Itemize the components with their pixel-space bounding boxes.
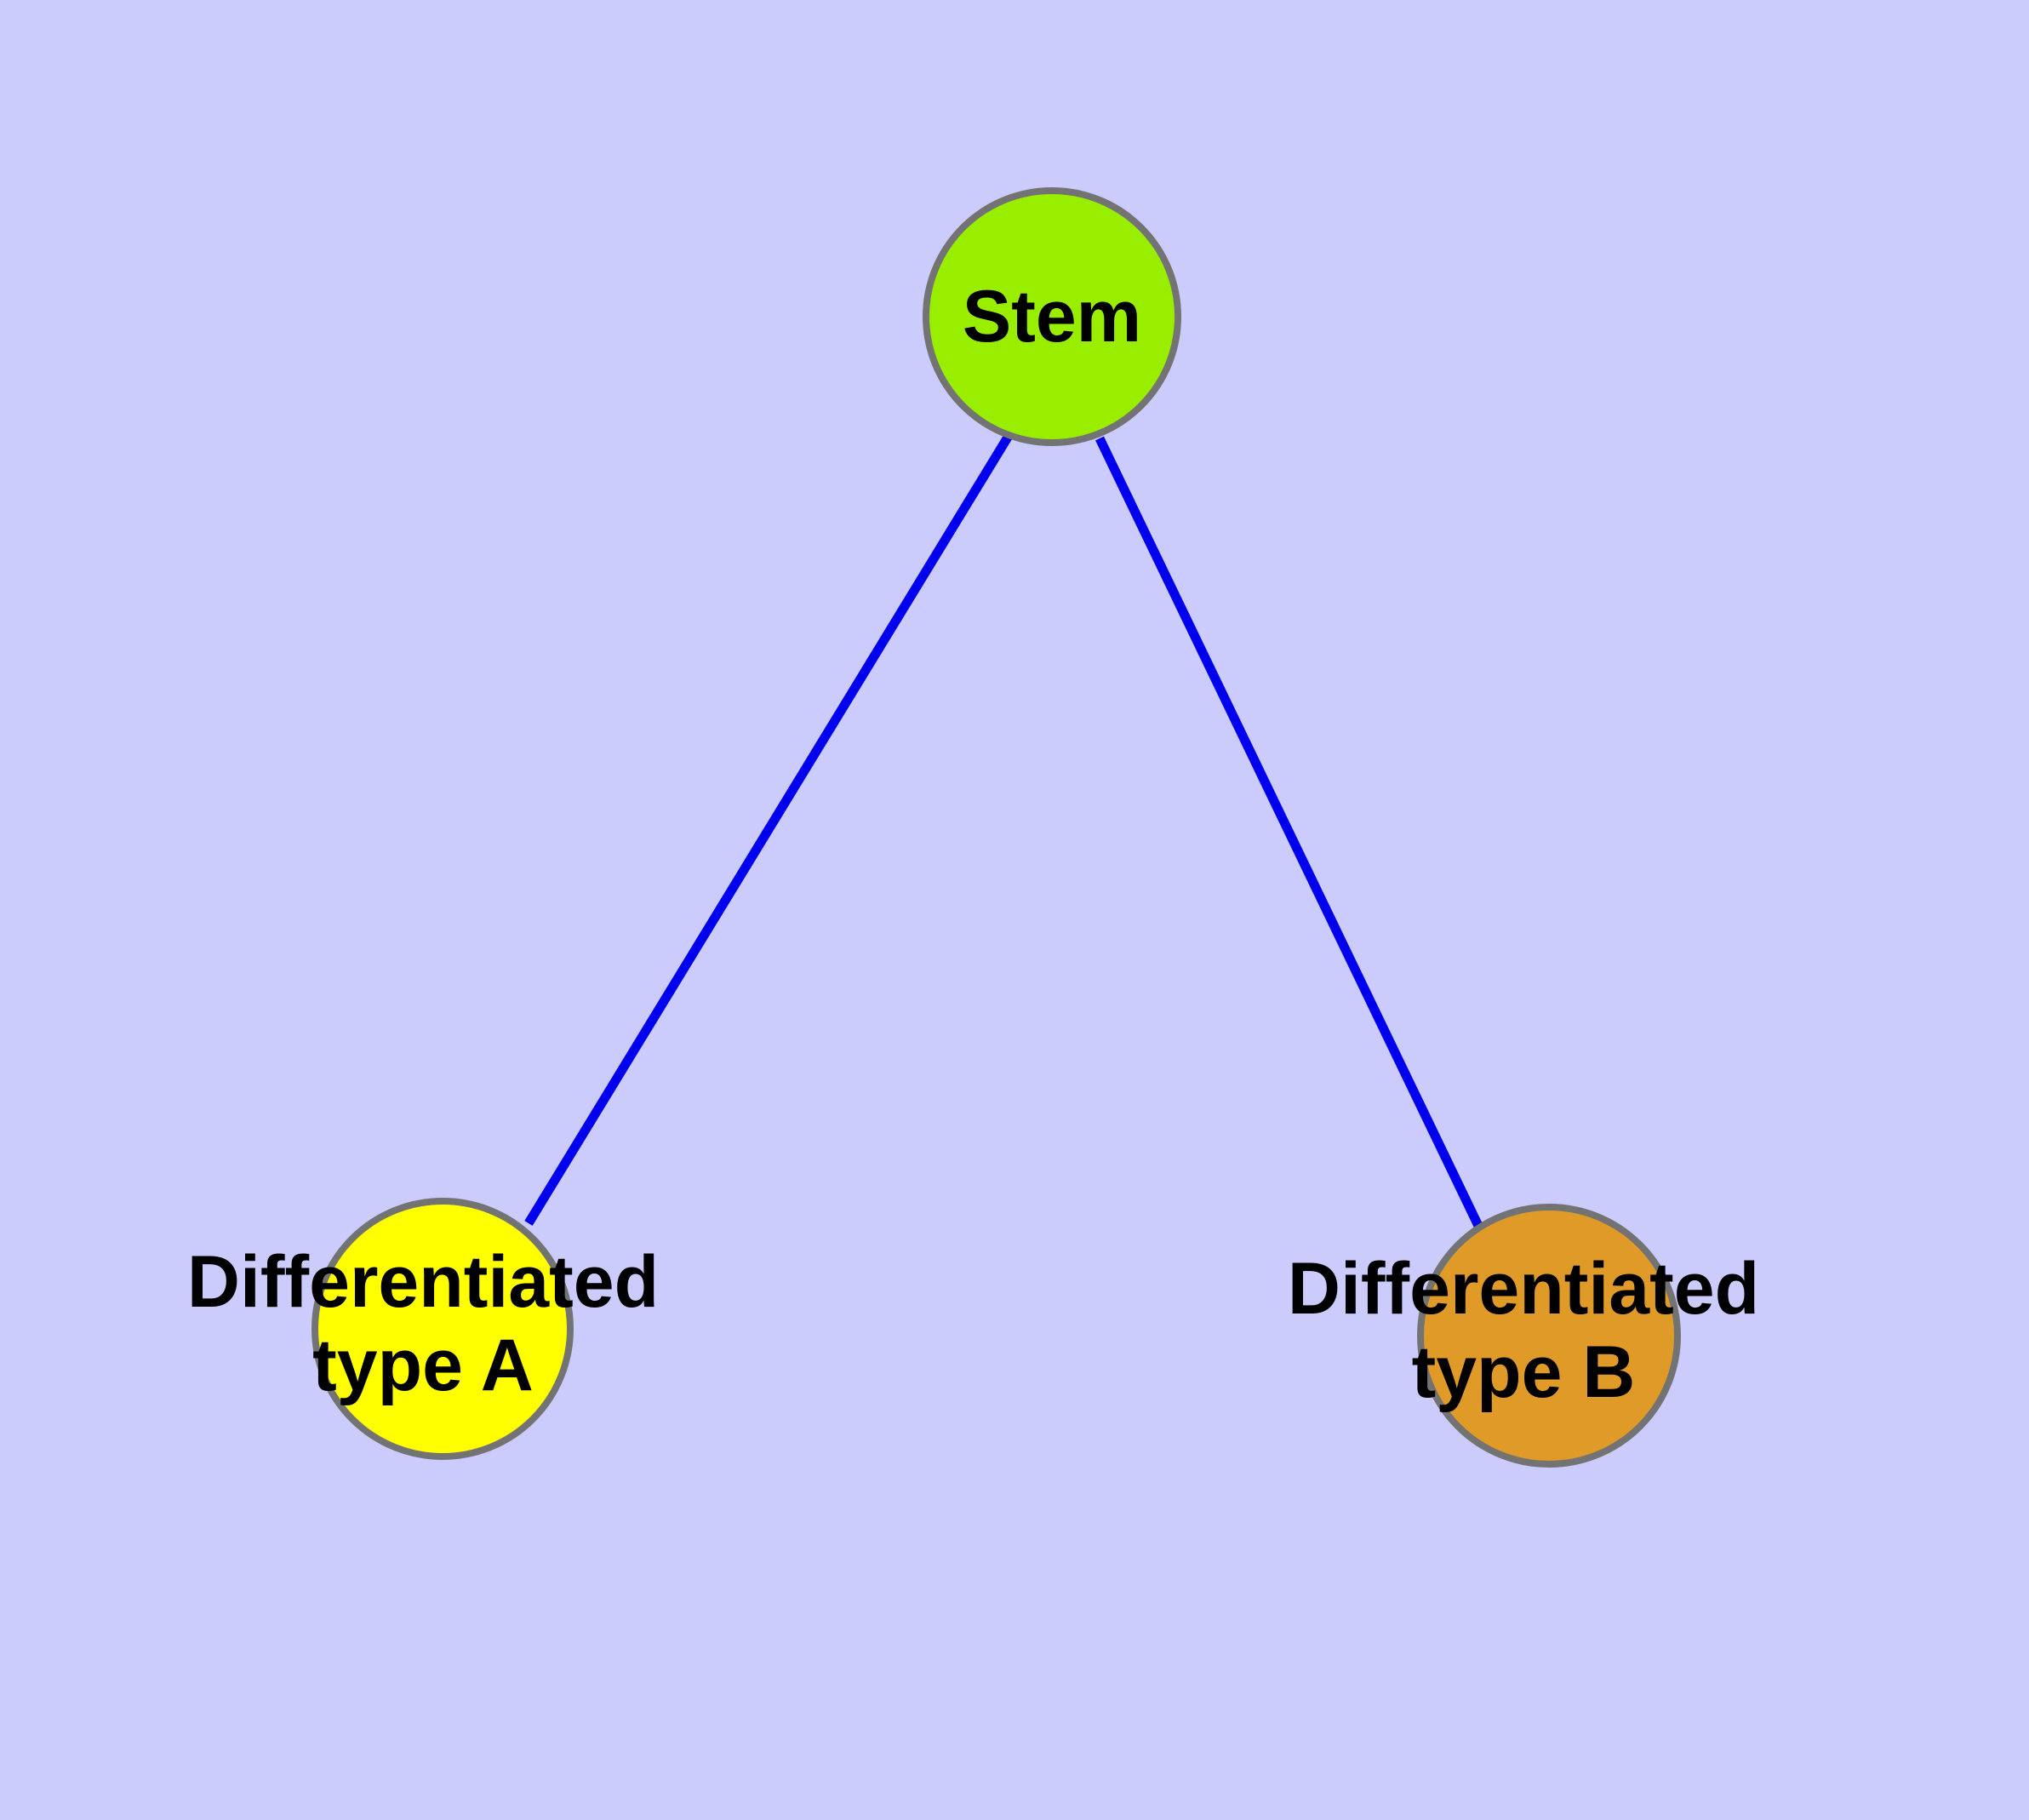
node-label-line: Differentiated	[187, 1241, 659, 1323]
node-stem[interactable]	[923, 187, 1181, 446]
nodes-layer	[311, 187, 1681, 1468]
node-label-stem: Stem	[963, 276, 1141, 358]
node-label-line: Differentiated	[1288, 1248, 1759, 1330]
edge-stem-to-diff-a[interactable]	[524, 433, 1013, 1226]
node-diff-b[interactable]	[1417, 1204, 1681, 1468]
node-label-line: Stem	[963, 276, 1141, 358]
node-diff-a[interactable]	[311, 1198, 574, 1460]
node-label-line: type A	[312, 1325, 534, 1406]
node-label-line: type B	[1412, 1331, 1636, 1413]
edge-stem-to-diff-b[interactable]	[1095, 436, 1483, 1230]
edges-layer	[524, 433, 1483, 1230]
